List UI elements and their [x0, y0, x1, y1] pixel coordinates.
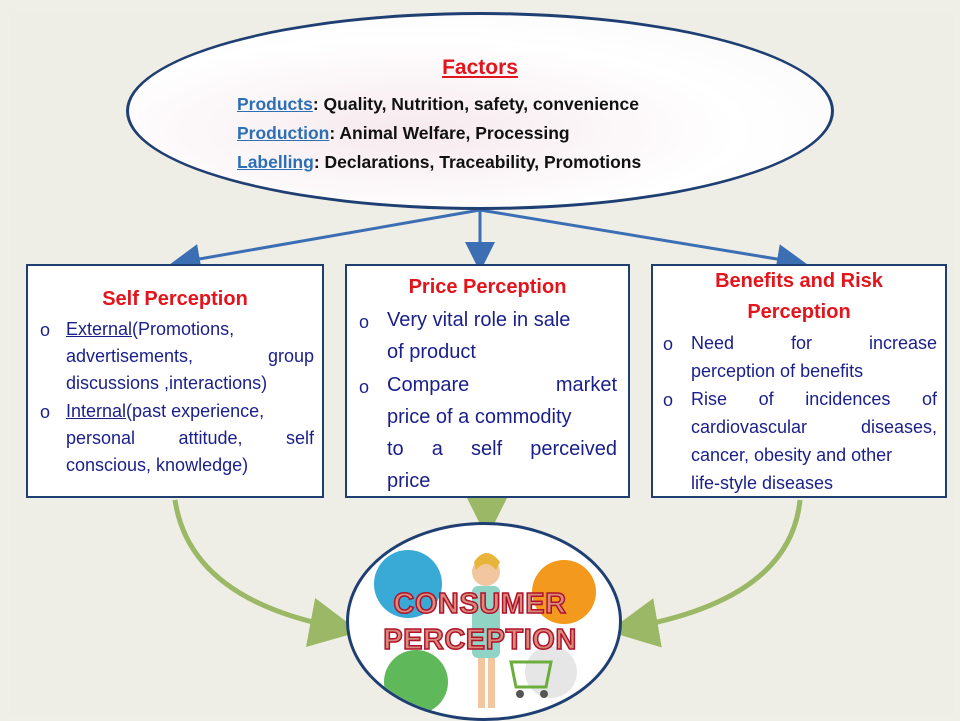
bullet-icon: o — [359, 312, 370, 332]
person-leg-left-icon — [478, 658, 485, 708]
bullet-icon: o — [40, 402, 51, 422]
arrow-to-benefits-risk — [479, 208, 807, 274]
consumer-perception-ellipse — [346, 522, 622, 721]
benefits-b1-line2: perception of benefits — [691, 361, 864, 381]
person-body-icon — [472, 586, 500, 658]
cart-badge-icon — [525, 646, 577, 698]
price-b2-line2: price of a commodity — [387, 406, 572, 428]
benefits-b2-line2: cardiovascular diseases, — [691, 417, 937, 437]
factor-line-production: Production: Animal Welfare, Processing — [237, 123, 570, 144]
benefits-risk-title-line1: Benefits and Risk — [715, 270, 883, 292]
factor-key-labelling: Labelling — [237, 152, 314, 172]
benefits-b2-line4: life-style diseases — [691, 473, 834, 493]
benefits-risk-box: Benefits and Risk Perception o Need for … — [651, 264, 947, 498]
factor-text-production: : Animal Welfare, Processing — [329, 123, 570, 143]
bullet-icon: o — [40, 320, 51, 340]
bullet-icon: o — [359, 377, 370, 397]
shopping-cart-icon — [509, 660, 553, 689]
arrow-benefits-to-center — [608, 499, 803, 648]
quality-badge-icon — [384, 650, 448, 714]
self-b1-line2: advertisements, group — [66, 346, 314, 366]
benefits-risk-title-line2: Perception — [747, 301, 851, 323]
benefits-b2-line1: Rise of incidences of — [691, 389, 937, 409]
factor-key-products: Products — [237, 94, 313, 114]
factor-line-products: Products: Quality, Nutrition, safety, co… — [237, 94, 639, 115]
price-b1-line2: of product — [387, 341, 476, 363]
price-b1-line1: Very vital role in sale — [387, 309, 571, 331]
price-b2-line3: to a self perceived — [387, 438, 617, 460]
price-perception-title: Price Perception — [408, 276, 567, 298]
self-internal-key: Internal — [66, 401, 127, 421]
blue-arrows — [170, 208, 807, 274]
self-b2-line1: Internal(past experience, — [66, 398, 264, 425]
consumer-title-line2: PERCEPTION — [382, 623, 577, 657]
factor-key-production: Production — [237, 123, 330, 143]
self-b2-line3: conscious, knowledge) — [66, 455, 249, 475]
cost-badge-icon — [532, 560, 596, 624]
person-hair-icon — [474, 553, 500, 570]
green-arrows — [172, 488, 803, 648]
bullet-icon: o — [663, 390, 674, 410]
factors-title: Factors — [442, 56, 518, 79]
self-b1-line3: discussions ,interactions) — [66, 373, 268, 393]
arrow-self-to-center — [172, 499, 360, 648]
self-perception-title: Self Perception — [102, 288, 248, 310]
factor-text-labelling: : Declarations, Traceability, Promotions — [313, 152, 642, 172]
arrow-to-self-perception — [170, 208, 481, 274]
consumer-title-line1: CONSUMER — [393, 587, 567, 621]
price-b2-line4: price — [387, 470, 431, 492]
self-external-key: External — [66, 319, 133, 339]
self-perception-box: Self Perception o External(Promotions, a… — [26, 264, 324, 498]
self-b1-line1: External(Promotions, — [66, 316, 314, 343]
efficiency-badge-icon — [374, 550, 442, 618]
benefits-b2-line3: cancer, obesity and other — [691, 445, 893, 465]
factor-text-products: : Quality, Nutrition, safety, convenienc… — [312, 94, 639, 114]
self-b2-line2: personal attitude, self — [66, 428, 314, 448]
bullet-icon: o — [663, 334, 674, 354]
self-external-rest: (Promotions, — [132, 319, 235, 339]
benefits-b1-line1: Need for increase — [691, 333, 937, 353]
factor-line-labelling: Labelling: Declarations, Traceability, P… — [237, 152, 641, 173]
self-internal-rest: (past experience, — [126, 401, 265, 421]
price-perception-box: Price Perception o Very vital role in sa… — [345, 264, 630, 498]
factors-ellipse — [126, 12, 834, 210]
price-b2-line1: Compare market — [387, 374, 617, 396]
cart-wheel-icon — [540, 690, 548, 698]
consumer-illustration — [374, 550, 596, 714]
person-leg-right-icon — [488, 658, 495, 708]
cart-wheel-icon — [516, 690, 524, 698]
